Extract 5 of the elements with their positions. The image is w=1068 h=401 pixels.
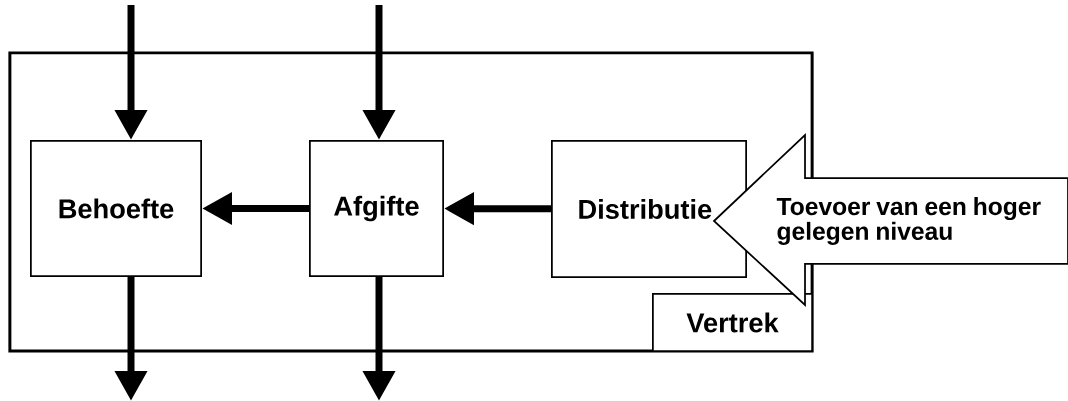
process-box: Afgifte: [309, 140, 444, 277]
process-box: Distributie: [551, 140, 747, 278]
label-box: Vertrek: [652, 293, 813, 352]
process-box: Behoefte: [30, 140, 202, 277]
node-label: Toevoer van een hoger gelegen niveau: [776, 197, 1041, 245]
